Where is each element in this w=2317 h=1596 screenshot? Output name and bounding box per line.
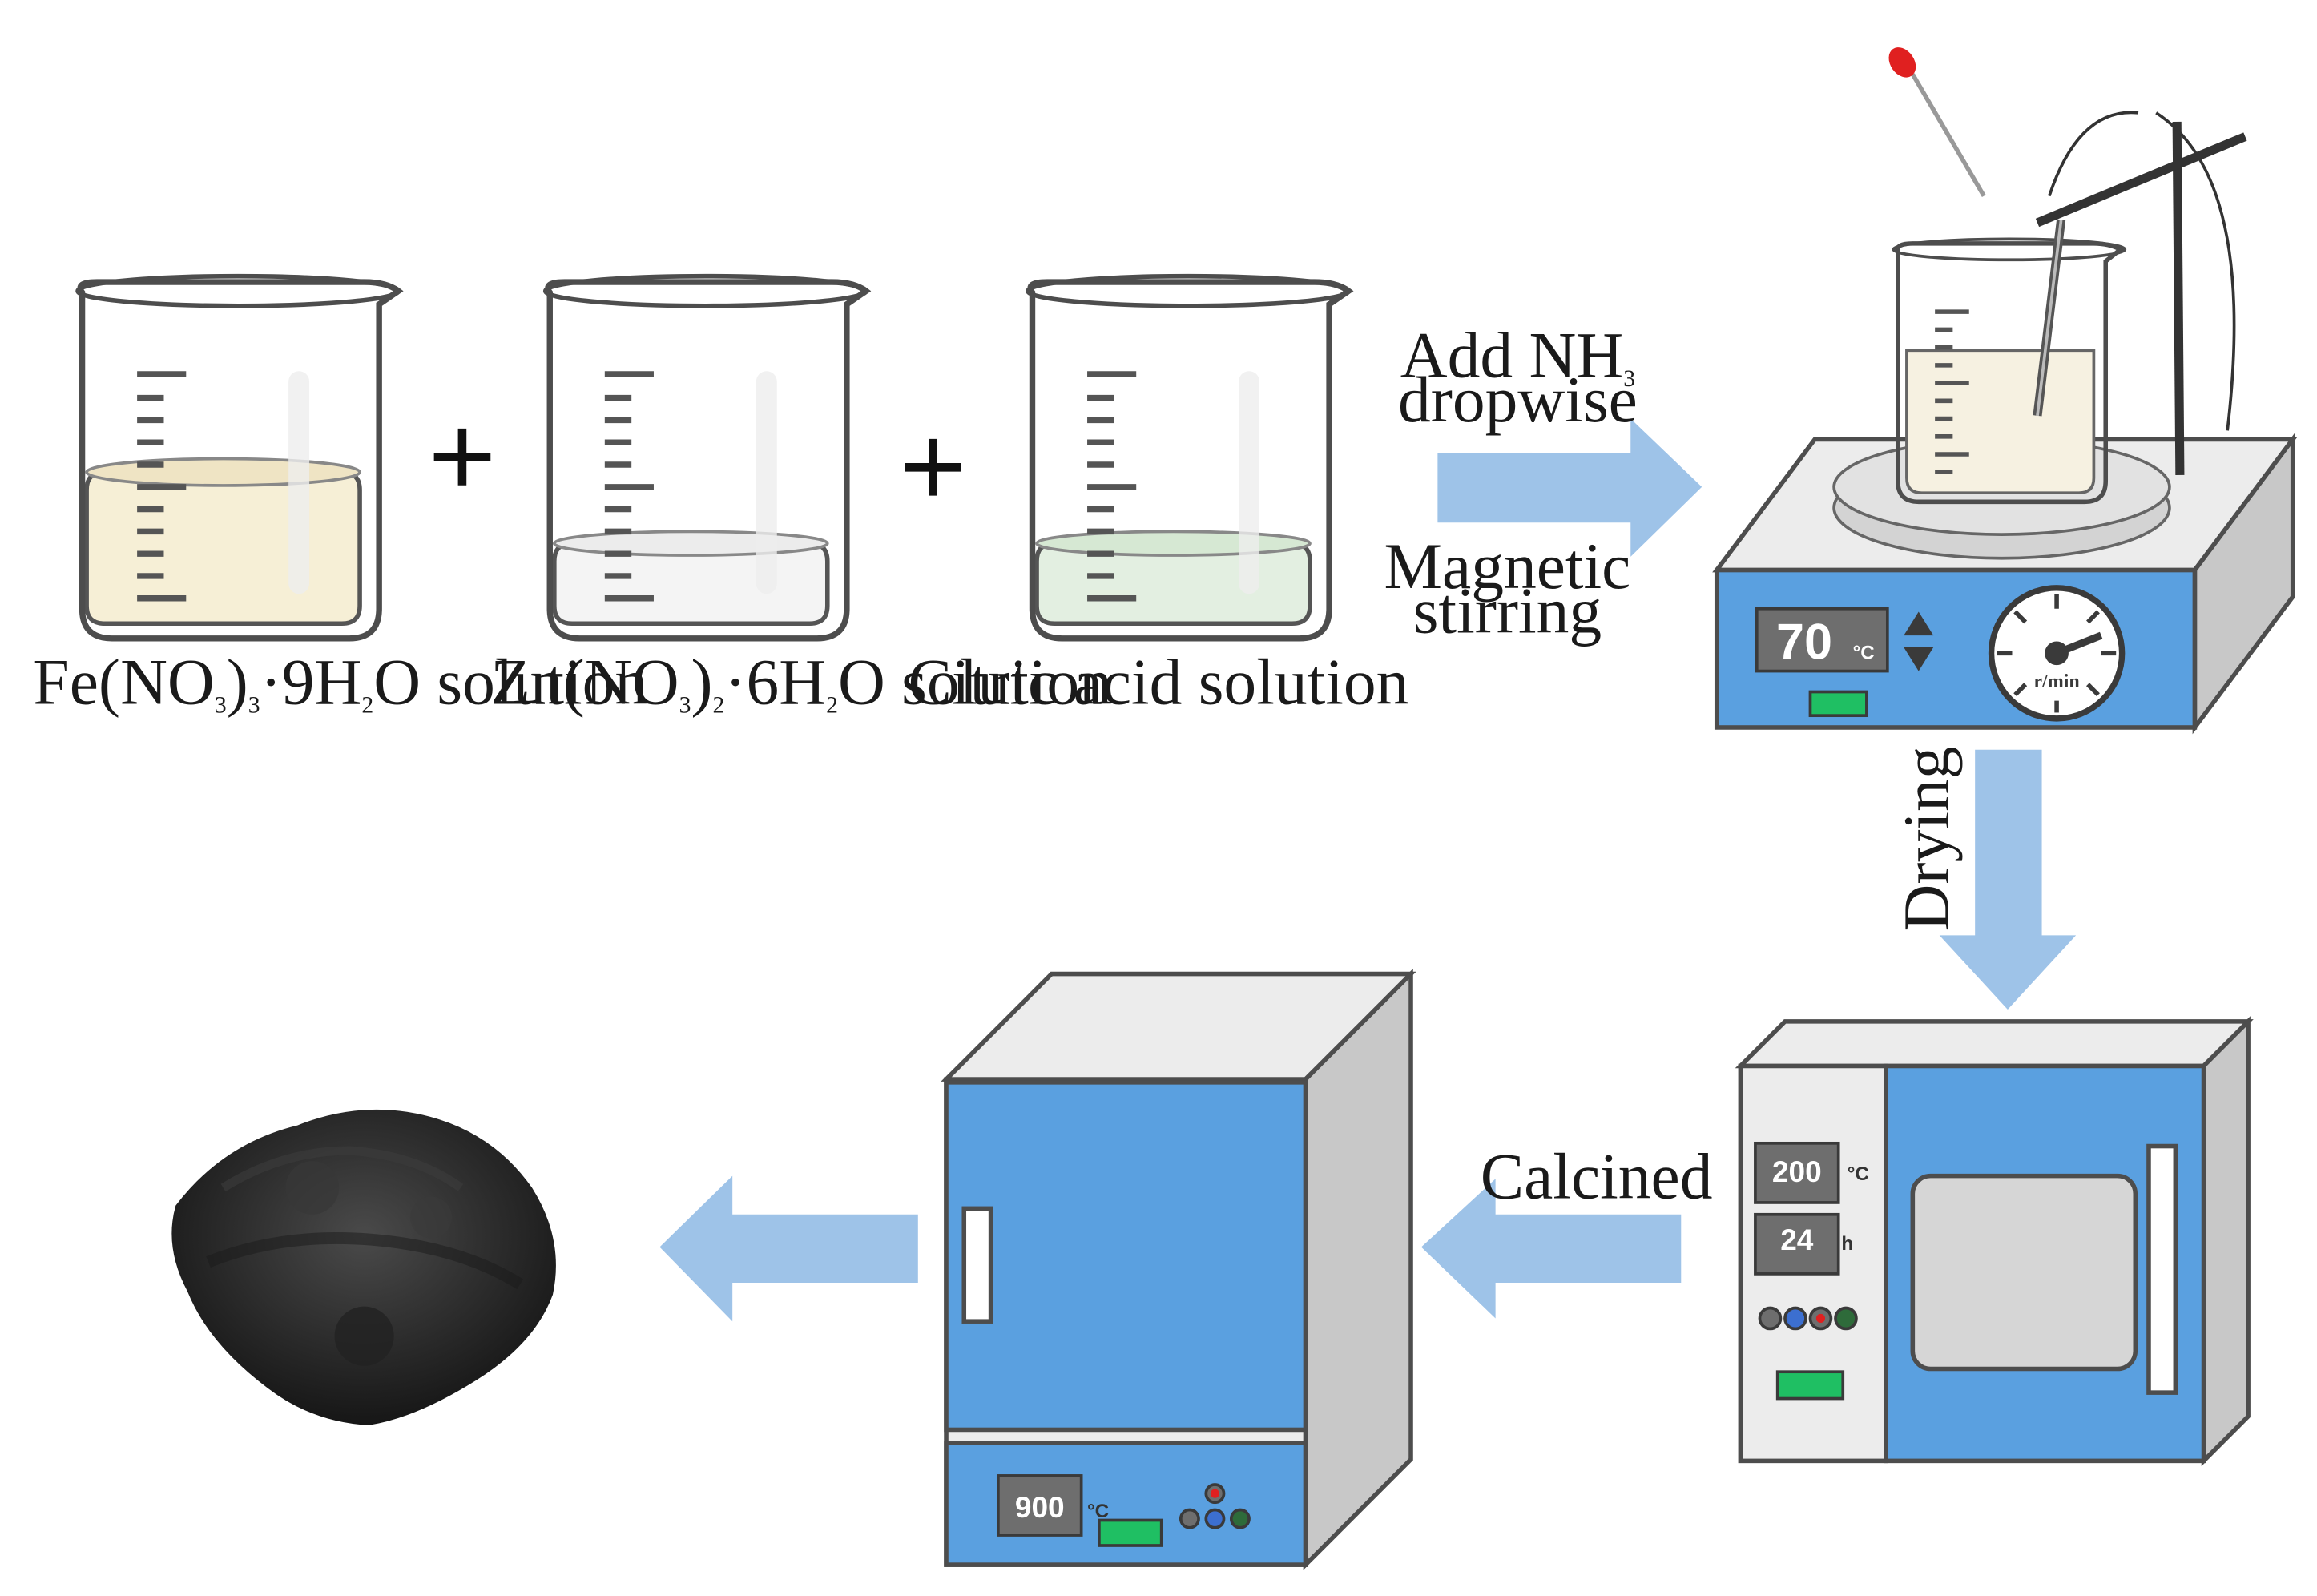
stirrer-temperature-display: 70 [1776, 615, 1832, 671]
oven-temperature-unit: °C [1848, 1163, 1869, 1185]
arrow-step-4 [659, 1175, 918, 1322]
speed-dial-icon: r/min [1988, 585, 2126, 722]
magnetic-stirrer: 70 °C r/min [1712, 47, 2298, 735]
down-arrow-icon [1904, 647, 1934, 671]
step2-label: Drying [1890, 746, 1963, 931]
beaker-label-citric: Citric acid solution [909, 645, 1409, 718]
oven-control-knobs [1758, 1306, 1858, 1331]
plus-sign-1: + [428, 389, 498, 524]
powder-pile-icon [128, 1048, 592, 1453]
graduation-marks [137, 371, 187, 602]
beaker-zn-nitrate: Zn(NO3)2·6H2O solution [490, 273, 1112, 718]
step1-label-magnetic: Magnetic [1384, 530, 1631, 603]
drying-oven: 200 °C 24 h [1735, 1016, 2254, 1467]
furnace-control-knobs [1179, 1483, 1251, 1530]
beaker-label-zn: Zn(NO3)2·6H2O solution [490, 645, 1112, 718]
step1-label-stirring: stirring [1413, 574, 1602, 647]
oven-time-display: 24 [1780, 1223, 1814, 1256]
arrow-step-3: Calcined [1420, 1139, 1713, 1319]
furnace-temperature-display: 900 [1015, 1490, 1065, 1524]
beaker-label-fe: Fe(NO3)3·9H2O solution [33, 645, 647, 718]
oven-indicator-led [1775, 1370, 1845, 1401]
oven-time-unit: h [1841, 1233, 1853, 1255]
up-arrow-icon [1904, 611, 1934, 636]
oven-door-handle [2146, 1143, 2178, 1395]
stirrer-indicator-led [1808, 690, 1868, 718]
stirrer-temperature-unit: °C [1853, 643, 1875, 664]
step3-label: Calcined [1481, 1139, 1713, 1212]
arrow-step-1: Add NH3 dropwise Magnetic stirring [1384, 319, 1702, 647]
graduation-marks [604, 371, 654, 602]
plus-sign-2: + [898, 400, 968, 534]
step1-label-add-nh3: Add NH3 [1400, 319, 1635, 392]
muffle-furnace: 900 °C [941, 968, 1416, 1570]
furnace-indicator-led [1098, 1518, 1163, 1547]
beaker-citric-acid: Citric acid solution [909, 273, 1409, 718]
furnace-door-handle [961, 1206, 993, 1324]
graduation-marks [1087, 371, 1137, 602]
oven-temperature-display: 200 [1772, 1155, 1822, 1188]
dial-label: r/min [2033, 671, 2080, 692]
furnace-temperature-unit: °C [1087, 1501, 1109, 1522]
beaker-fe-nitrate: Fe(NO3)3·9H2O solution [33, 273, 647, 718]
pipette-icon [1888, 47, 1986, 198]
arrow-step-2: Drying [1890, 746, 2077, 1010]
step1-label-dropwise: dropwise [1398, 363, 1638, 436]
